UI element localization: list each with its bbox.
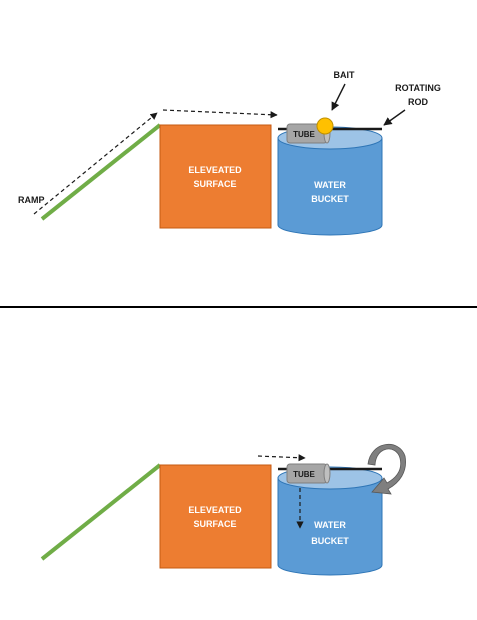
elevated-surface	[159, 464, 272, 569]
rotation-arrow-icon	[367, 443, 406, 495]
bait-label: BAIT	[334, 70, 355, 80]
surface-label-line2: SURFACE	[193, 519, 236, 529]
ramp	[40, 123, 162, 221]
rod-pointer-arrow	[383, 109, 406, 126]
bucket-label-line1: WATER	[314, 520, 346, 530]
bucket-label-line2: BUCKET	[311, 536, 349, 546]
tube-label: TUBE	[293, 470, 315, 479]
mouse-path-arrow-surface	[162, 109, 278, 119]
rod-label-line1: ROTATING	[395, 83, 441, 93]
surface-label-line1: ELEVEATED	[188, 505, 242, 515]
elevated-surface	[159, 124, 272, 229]
bait	[316, 117, 334, 135]
mouse-path-arrow-ramp	[33, 112, 158, 215]
surface-label-line2: SURFACE	[193, 179, 236, 189]
bucket-label-line1: WATER	[314, 180, 346, 190]
rod-label-line2: ROD	[408, 97, 429, 107]
mouse-path-arrow-to-tube	[257, 454, 306, 462]
tube-label: TUBE	[293, 130, 315, 139]
top-panel: RAMP ELEVEATED SURFACE WATER BUCKET TUBE…	[18, 70, 441, 236]
surface-label-line1: ELEVEATED	[188, 165, 242, 175]
bait-pointer-arrow	[331, 83, 346, 111]
bottom-panel: ELEVEATED SURFACE WATER BUCKET TUBE	[40, 443, 406, 576]
ramp-label: RAMP	[18, 195, 45, 205]
ramp	[40, 463, 162, 561]
bucket-label-line2: BUCKET	[311, 194, 349, 204]
tube	[286, 463, 331, 484]
